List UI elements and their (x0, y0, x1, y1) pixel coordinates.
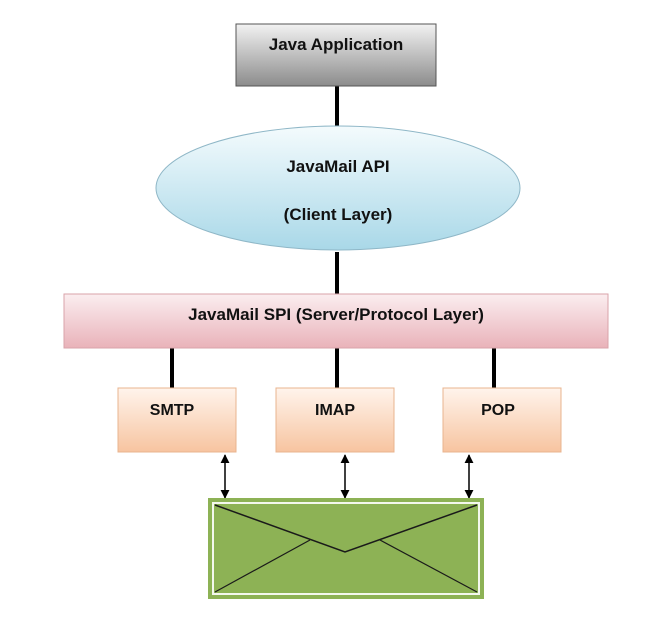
envelope-flap (214, 504, 478, 553)
java-application-node: Java Application (235, 23, 437, 87)
pop-node: POP (442, 387, 562, 453)
javamail-api-label: JavaMail API (286, 157, 389, 176)
envelope-body (208, 498, 484, 599)
java-application-label: Java Application (269, 35, 403, 54)
javamail-spi-bar (63, 293, 609, 349)
javamail-spi-label: JavaMail SPI (Server/Protocol Layer) (188, 305, 484, 324)
smtp-label: SMTP (150, 402, 195, 419)
envelope-icon (208, 498, 484, 599)
imap-box (275, 387, 395, 453)
pop-box (442, 387, 562, 453)
smtp-node: SMTP (117, 387, 237, 453)
smtp-box (117, 387, 237, 453)
javamail-api-node: JavaMail API (Client Layer) (155, 125, 521, 251)
envelope-fold-right (379, 539, 478, 593)
javamail-api-ellipse (155, 125, 521, 251)
imap-node: IMAP (275, 387, 395, 453)
javamail-spi-node: JavaMail SPI (Server/Protocol Layer) (63, 293, 609, 349)
imap-label: IMAP (315, 402, 355, 419)
pop-label: POP (481, 402, 515, 419)
client-layer-label: (Client Layer) (284, 205, 393, 224)
envelope-inner-border (212, 502, 480, 595)
envelope-fold-left (214, 539, 311, 593)
java-application-box (235, 23, 437, 87)
